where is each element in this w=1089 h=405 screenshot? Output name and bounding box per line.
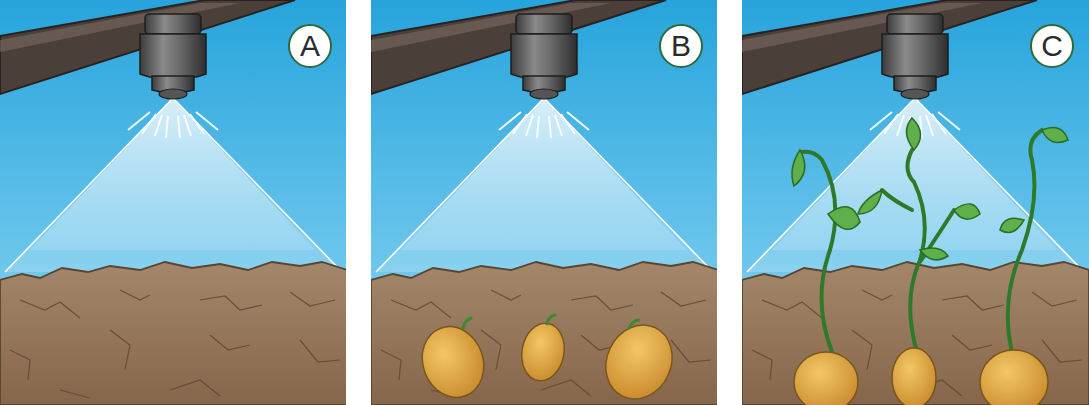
panel-letter-circle: B bbox=[659, 24, 703, 68]
seed-potatoes bbox=[412, 314, 684, 405]
panel-letter: C bbox=[1041, 31, 1063, 61]
panel-letter-circle: A bbox=[288, 24, 332, 68]
panel-letter: A bbox=[300, 31, 320, 61]
sprouting-plants bbox=[792, 118, 1068, 405]
panel-c-scene bbox=[742, 0, 1089, 405]
panel-a-scene bbox=[0, 0, 347, 405]
panel-letter-circle: C bbox=[1030, 24, 1074, 68]
panel-letter: B bbox=[671, 31, 691, 61]
